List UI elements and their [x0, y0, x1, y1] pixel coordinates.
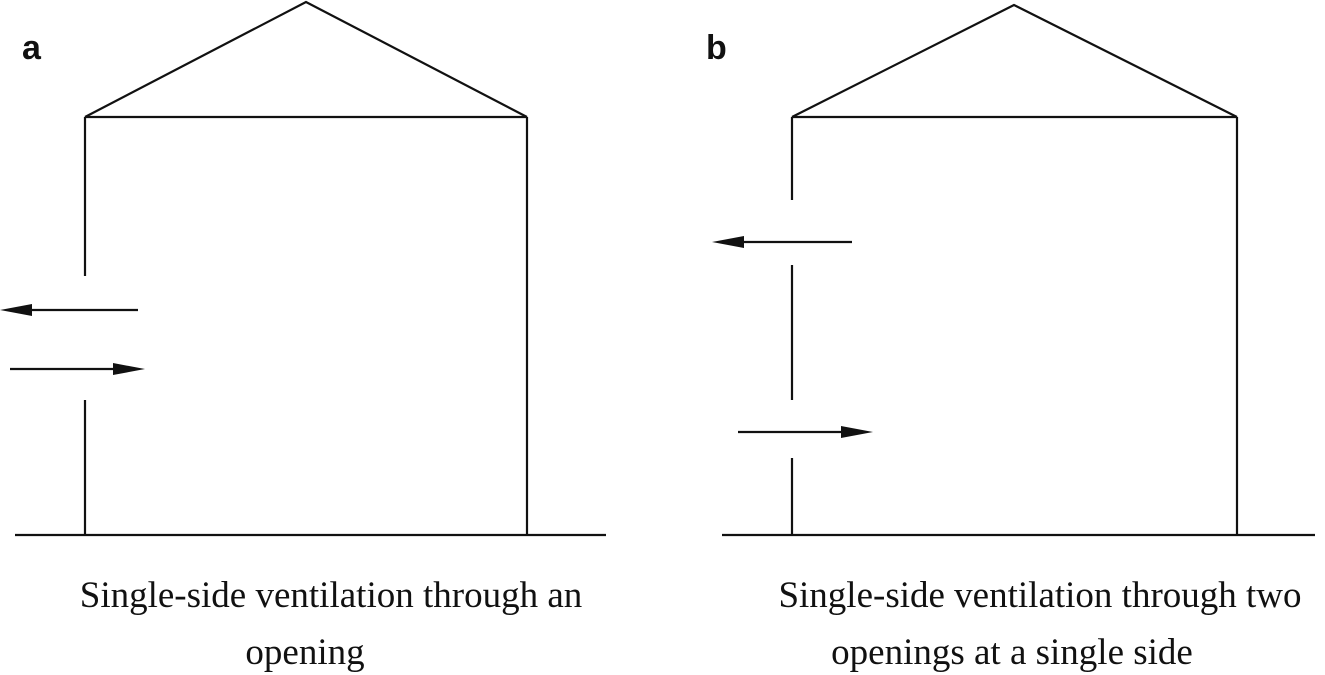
panel-b: b Single-side ventilation through two op…	[706, 3, 1315, 673]
panel-b-outflow-arrow	[712, 236, 852, 248]
panel-a-inflow-arrow	[10, 363, 145, 375]
panel-b-roof	[791, 3, 1238, 118]
panel-a-letter: a	[22, 29, 42, 67]
panel-b-caption-line2: openings at a single side	[831, 632, 1193, 673]
panel-a-caption-line2: opening	[245, 632, 364, 673]
panel-b-inflow-arrow	[738, 426, 873, 438]
panel-b-letter: b	[706, 29, 727, 67]
panel-a-caption-line1: Single-side ventilation through an	[80, 575, 583, 616]
panel-a-roof	[84, 0, 528, 118]
panel-a: a Single-side ventilation through an ope…	[0, 0, 606, 673]
panel-b-caption-line1: Single-side ventilation through two	[778, 575, 1301, 616]
panel-a-outflow-arrow	[0, 304, 138, 316]
